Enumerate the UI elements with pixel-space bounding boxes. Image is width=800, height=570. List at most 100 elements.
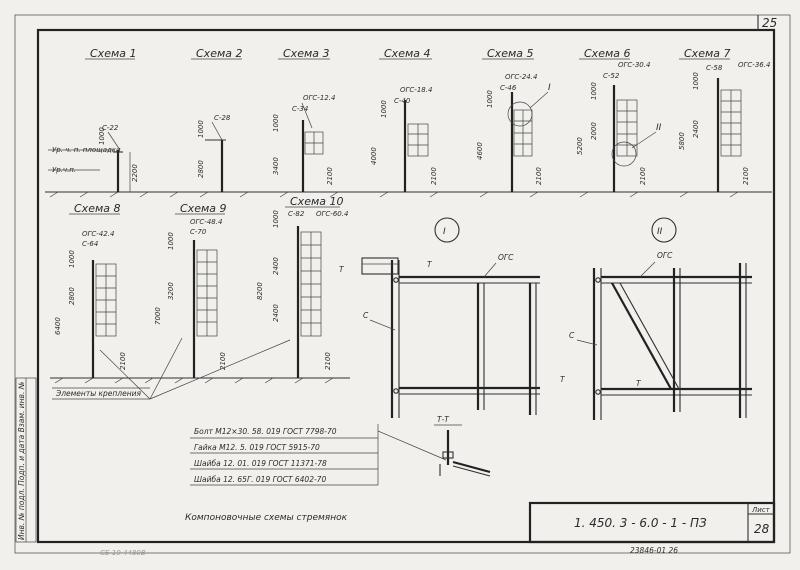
scheme-1-title: Схема 1 xyxy=(90,47,137,60)
svg-text:2100: 2100 xyxy=(326,167,334,185)
svg-text:Т: Т xyxy=(339,265,345,274)
sheet-index: 28 xyxy=(754,522,770,536)
svg-text:ОГС-24.4: ОГС-24.4 xyxy=(505,73,537,81)
svg-text:С-46: С-46 xyxy=(500,84,517,92)
svg-text:С-70: С-70 xyxy=(190,228,207,236)
detail-node-2: II ОГС С Т Т xyxy=(560,217,752,420)
svg-text:1000: 1000 xyxy=(272,114,280,132)
svg-text:1000: 1000 xyxy=(68,250,76,268)
scheme-10-title: Схема 10 xyxy=(290,195,344,208)
svg-text:2800: 2800 xyxy=(68,287,76,305)
scheme-2: Схема 2 С-28 1000 2800 xyxy=(191,47,243,192)
scheme-6: Схема 6 II ОГС-30.4 С-52 1000 2000 5200 … xyxy=(576,47,662,192)
svg-text:2800: 2800 xyxy=(197,160,205,178)
svg-text:7000: 7000 xyxy=(154,307,162,325)
svg-text:2100: 2100 xyxy=(219,352,227,370)
svg-text:Ур.ч.п.: Ур.ч.п. xyxy=(52,166,76,174)
scheme-5: Схема 5 I ОГС-24.4 С-46 1000 4600 2100 xyxy=(476,47,551,192)
svg-text:1000: 1000 xyxy=(486,90,494,108)
svg-text:1000: 1000 xyxy=(272,210,280,228)
svg-text:3200: 3200 xyxy=(167,282,175,300)
svg-text:II: II xyxy=(656,123,662,133)
svg-text:1000: 1000 xyxy=(167,232,175,250)
svg-text:ОГС-36.4: ОГС-36.4 xyxy=(738,61,770,69)
svg-text:Ур. ч. п. площадки: Ур. ч. п. площадки xyxy=(52,146,121,154)
svg-text:I: I xyxy=(548,83,551,93)
title-block: 1. 450. 3 - 6.0 - 1 - ПЗ Лист 28 xyxy=(528,501,776,544)
designation: 1. 450. 3 - 6.0 - 1 - ПЗ xyxy=(574,516,707,530)
svg-text:С-28: С-28 xyxy=(214,114,231,122)
scheme-8: Схема 8 ОГС-42.4 С-64 1000 2800 6400 210… xyxy=(54,202,127,378)
svg-text:4000: 4000 xyxy=(370,147,378,165)
svg-text:ОГС: ОГС xyxy=(657,251,673,260)
svg-text:4600: 4600 xyxy=(476,142,484,160)
svg-text:2100: 2100 xyxy=(639,167,647,185)
svg-text:С-64: С-64 xyxy=(82,240,98,248)
svg-text:ОГС: ОГС xyxy=(498,253,514,262)
svg-text:С-82: С-82 xyxy=(288,210,305,218)
svg-text:С: С xyxy=(363,311,369,320)
svg-text:2100: 2100 xyxy=(119,352,127,370)
mounting-elements-label: Элементы крепления xyxy=(55,389,141,398)
scheme-6-title: Схема 6 xyxy=(584,47,631,60)
svg-text:1000: 1000 xyxy=(380,100,388,118)
inner-frame xyxy=(36,28,776,544)
scheme-7-title: Схема 7 xyxy=(684,47,731,60)
scheme-1: Схема 1 С-22 1000 2200 Ур. ч. п. площадк… xyxy=(48,47,139,192)
sheet-number: 25 xyxy=(762,16,777,30)
svg-text:2100: 2100 xyxy=(742,167,750,185)
svg-text:С-40: С-40 xyxy=(394,97,411,105)
svg-text:С-58: С-58 xyxy=(706,64,723,72)
svg-text:II: II xyxy=(657,227,663,237)
scheme-5-title: Схема 5 xyxy=(487,47,534,60)
svg-text:С-34: С-34 xyxy=(292,105,308,113)
svg-text:ОГС-18.4: ОГС-18.4 xyxy=(400,86,432,94)
scheme-8-title: Схема 8 xyxy=(74,202,121,215)
fastener-washer-1: Шайба 12. 01. 019 ГОСТ 11371-78 xyxy=(194,459,327,468)
fastener-washer-2: Шайба 12. 65Г. 019 ГОСТ 6402-70 xyxy=(194,475,326,484)
svg-text:3400: 3400 xyxy=(272,157,280,175)
svg-text:1000: 1000 xyxy=(197,120,205,138)
scheme-3-title: Схема 3 xyxy=(283,47,330,60)
svg-text:Т: Т xyxy=(636,379,642,388)
svg-text:ОГС-48.4: ОГС-48.4 xyxy=(190,218,222,226)
svg-text:С: С xyxy=(569,331,575,340)
svg-text:2400: 2400 xyxy=(272,304,280,322)
outer-frame xyxy=(14,14,791,554)
archive-number: 23846-01 26 xyxy=(630,546,678,555)
svg-text:Т: Т xyxy=(560,375,566,384)
scheme-9: Схема 9 ОГС-48.4 С-70 1000 3200 7000 210… xyxy=(154,202,227,378)
fastener-bolt: Болт М12×30. 58. 019 ГОСТ 7798-70 xyxy=(194,427,337,436)
svg-text:ОГС-60.4: ОГС-60.4 xyxy=(316,210,348,218)
svg-text:8200: 8200 xyxy=(256,282,264,300)
scheme-7: Схема 7 С-58 ОГС-36.4 1000 2400 5800 210… xyxy=(678,47,770,192)
svg-text:I: I xyxy=(443,227,446,237)
detail-node-1: I ОГС С Т Т xyxy=(339,217,540,418)
svg-text:ОГС-42.4: ОГС-42.4 xyxy=(82,230,114,238)
svg-text:6400: 6400 xyxy=(54,317,62,335)
scheme-3: Схема 3 ОГС-12.4 С-34 1000 3400 2100 xyxy=(272,47,335,192)
drawing-title: Компоновочные схемы стремянок xyxy=(185,513,348,523)
side-note: Инв. № подл. Подп. и дата Взам. инв. № xyxy=(17,381,26,540)
svg-text:Т: Т xyxy=(427,260,433,269)
svg-text:ОГС-12.4: ОГС-12.4 xyxy=(303,94,335,102)
scheme-4: Схема 4 ОГС-18.4 С-40 1000 4000 2100 xyxy=(370,47,438,192)
svg-text:1000: 1000 xyxy=(692,72,700,90)
svg-text:С-22: С-22 xyxy=(102,124,119,132)
svg-text:2200: 2200 xyxy=(131,164,139,182)
scheme-2-title: Схема 2 xyxy=(196,47,243,60)
svg-text:2100: 2100 xyxy=(535,167,543,185)
stamp: СБ 19 4480В xyxy=(100,549,146,557)
svg-text:2000: 2000 xyxy=(590,122,598,140)
svg-text:1000: 1000 xyxy=(98,127,106,145)
svg-text:2400: 2400 xyxy=(272,257,280,275)
section-t-t: Т-Т xyxy=(434,415,491,477)
sheet-label: Лист xyxy=(751,506,771,514)
svg-text:5200: 5200 xyxy=(576,137,584,155)
svg-text:5800: 5800 xyxy=(678,132,686,150)
fasteners-list: Болт М12×30. 58. 019 ГОСТ 7798-70 Гайка … xyxy=(190,424,447,486)
svg-text:2400: 2400 xyxy=(692,120,700,138)
svg-text:ОГС-30.4: ОГС-30.4 xyxy=(618,61,650,69)
svg-text:2100: 2100 xyxy=(324,352,332,370)
